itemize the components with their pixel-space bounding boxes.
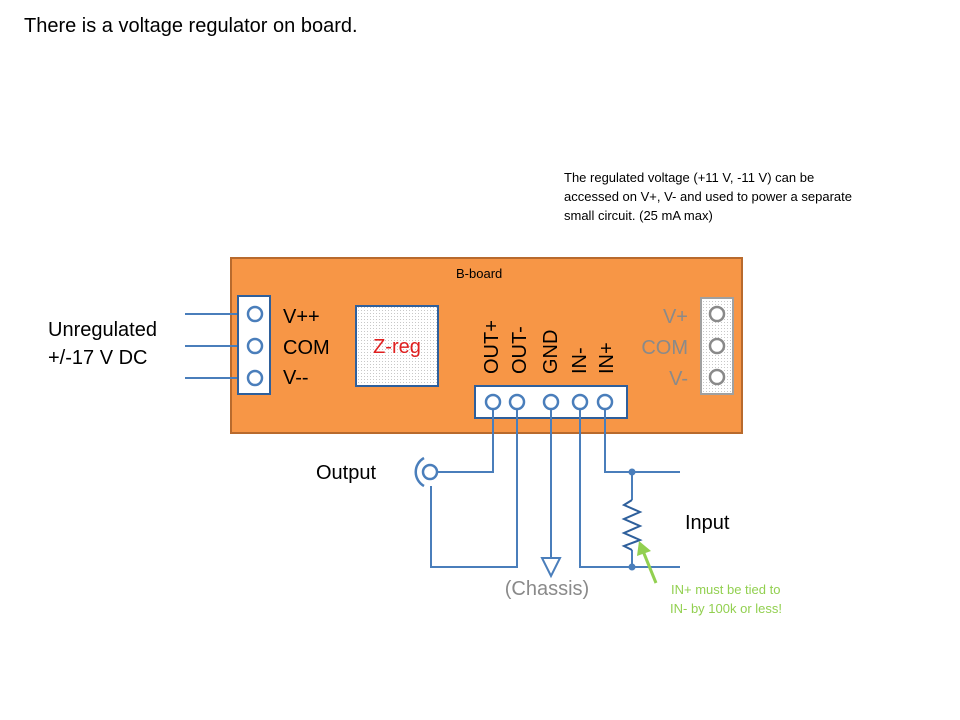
- terminal-in-minus: [571, 393, 589, 411]
- terminal-gnd: [542, 393, 560, 411]
- note-line: accessed on V+, V- and used to power a s…: [564, 189, 852, 204]
- terminal-v-plus-plus: [246, 305, 264, 323]
- chassis-ground-icon: [540, 557, 562, 579]
- resistor-symbol: [621, 499, 643, 551]
- warning-arrow-icon: [637, 541, 658, 584]
- supply-wires: [185, 313, 247, 379]
- terminal-v-minus: [708, 368, 726, 386]
- pin-label-in-plus: IN+: [596, 342, 618, 374]
- supply-label-line2: +/-17 V DC: [48, 347, 147, 369]
- pin-label-out-plus: OUT+: [481, 320, 503, 374]
- regulated-terminals: [708, 305, 726, 386]
- chassis-label: (Chassis): [505, 578, 589, 600]
- junction-dot: [628, 468, 636, 476]
- supply-label-line1: Unregulated: [48, 319, 157, 341]
- regulated-voltage-note: The regulated voltage (+11 V, -11 V) can…: [564, 170, 852, 223]
- terminal-com-right: [708, 337, 726, 355]
- output-jack-icon: [414, 456, 439, 488]
- terminal-out-plus: [484, 393, 502, 411]
- pin-label-v-plus: V+: [663, 306, 688, 328]
- pin-label-gnd: GND: [540, 330, 562, 374]
- note-line: small circuit. (25 mA max): [564, 208, 713, 223]
- terminal-in-plus: [596, 393, 614, 411]
- pin-label-in-minus: IN-: [569, 347, 591, 374]
- signal-terminals: [484, 393, 614, 411]
- terminal-v-plus: [708, 305, 726, 323]
- signal-wires: [430, 402, 680, 568]
- output-label: Output: [316, 462, 376, 484]
- terminal-v-minus-minus: [246, 369, 264, 387]
- warning-line1: IN+ must be tied to: [671, 582, 780, 597]
- input-label: Input: [685, 512, 730, 534]
- pin-label-com: COM: [283, 337, 330, 359]
- regulator-block: [355, 305, 439, 387]
- regulator-label: Z-reg: [373, 336, 421, 358]
- warning-line2: IN- by 100k or less!: [670, 601, 782, 616]
- terminal-out-minus: [508, 393, 526, 411]
- page-title: There is a voltage regulator on board.: [24, 15, 358, 37]
- pin-label-out-minus: OUT-: [509, 326, 531, 374]
- pin-label-v-plus-plus: V++: [283, 306, 320, 328]
- junction-dot: [628, 563, 636, 571]
- pin-label-v-minus-minus: V--: [283, 367, 309, 389]
- terminal-com-left: [246, 337, 264, 355]
- board-label: B-board: [456, 266, 502, 281]
- pin-label-v-minus: V-: [669, 368, 688, 390]
- supply-terminals: [246, 305, 264, 387]
- note-line: The regulated voltage (+11 V, -11 V) can…: [564, 170, 814, 185]
- pin-label-com-right: COM: [641, 337, 688, 359]
